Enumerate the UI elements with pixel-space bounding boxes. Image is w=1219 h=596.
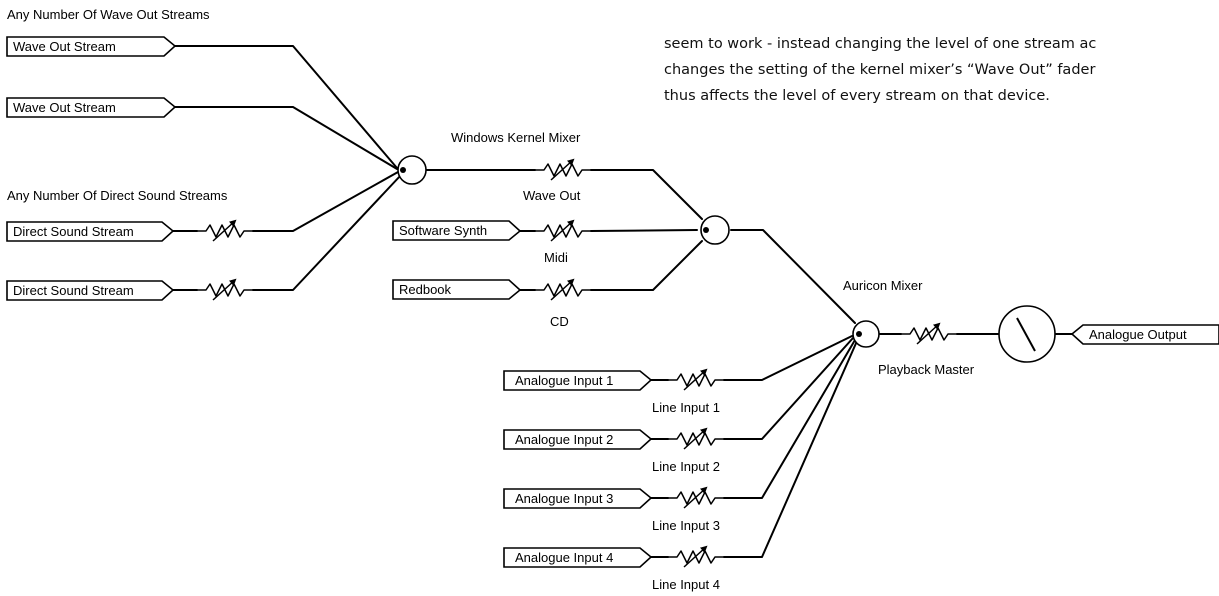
fader-icon-direct-sound-1 (196, 221, 254, 241)
fader-icon-line-4 (667, 547, 725, 567)
wire-analogue-2-out (723, 337, 854, 440)
fader-icon-playback-master (900, 324, 958, 344)
fader-label-line-2: Line Input 2 (652, 459, 720, 474)
wire-analogue-3-out (723, 339, 856, 499)
mix-node-kernel (700, 215, 730, 245)
output-analogue-output: Analogue Output (1070, 324, 1219, 345)
fader-label-wave-out: Wave Out (523, 188, 581, 203)
wire-wave-out-fader-to-node2 (590, 169, 703, 220)
direct-sound-group-heading: Any Number Of Direct Sound Streams (7, 188, 228, 203)
wire-analogue-1-out (723, 335, 853, 381)
source-label: Direct Sound Stream (13, 224, 134, 239)
wire-wave-out-1 (174, 45, 398, 169)
output-label: Analogue Output (1089, 327, 1187, 342)
source-wave-out-stream-1: Wave Out Stream (6, 36, 177, 57)
fader-label-line-4: Line Input 4 (652, 577, 720, 592)
source-label: Analogue Input 3 (515, 491, 613, 506)
note-line-3: thus affects the level of every stream o… (664, 88, 1050, 104)
wire-synth-out (590, 229, 698, 232)
mix-node-auricon (852, 320, 880, 348)
wire-analogue-4-out (723, 340, 858, 558)
fader-label-cd: CD (550, 314, 569, 329)
note-line-1: seem to work - instead changing the leve… (664, 36, 1096, 52)
source-label: Redbook (399, 282, 452, 297)
source-label: Analogue Input 4 (515, 550, 613, 565)
fader-icon-wave-out (534, 160, 592, 180)
wire-wave-out-2 (174, 106, 398, 170)
source-label: Analogue Input 2 (515, 432, 613, 447)
auricon-mixer-label: Auricon Mixer (843, 278, 923, 293)
fader-label-line-1: Line Input 1 (652, 400, 720, 415)
source-analogue-input-4: Analogue Input 4 (503, 547, 653, 568)
fader-icon-cd (534, 280, 592, 300)
fader-icon-direct-sound-2 (196, 280, 254, 300)
source-analogue-input-1: Analogue Input 1 (503, 370, 653, 391)
source-label: Wave Out Stream (13, 100, 116, 115)
source-analogue-input-3: Analogue Input 3 (503, 488, 653, 509)
source-label: Analogue Input 1 (515, 373, 613, 388)
source-label: Direct Sound Stream (13, 283, 134, 298)
source-direct-sound-stream-1: Direct Sound Stream (6, 221, 175, 242)
fader-icon-line-3 (667, 488, 725, 508)
fader-icon-line-2 (667, 429, 725, 449)
source-direct-sound-stream-2: Direct Sound Stream (6, 280, 175, 301)
source-software-synth: Software Synth (392, 220, 522, 241)
mix-node-streams (397, 155, 427, 185)
fader-icon-midi (534, 221, 592, 241)
fader-label-playback-master: Playback Master (878, 362, 975, 377)
source-redbook: Redbook (392, 279, 522, 300)
source-analogue-input-2: Analogue Input 2 (503, 429, 653, 450)
wire-direct-sound-2-out (252, 174, 402, 291)
source-wave-out-stream-2: Wave Out Stream (6, 97, 177, 118)
wire-direct-sound-1-out (252, 171, 399, 232)
output-level-knob-icon (998, 305, 1056, 363)
source-label: Software Synth (399, 223, 487, 238)
fader-label-midi: Midi (544, 250, 568, 265)
wave-out-group-heading: Any Number Of Wave Out Streams (7, 7, 210, 22)
wire-redbook-out (590, 240, 703, 291)
note-line-2: changes the setting of the kernel mixer’… (664, 62, 1095, 78)
fader-icon-line-1 (667, 370, 725, 390)
source-label: Wave Out Stream (13, 39, 116, 54)
kernel-mixer-label: Windows Kernel Mixer (451, 130, 581, 145)
fader-label-line-3: Line Input 3 (652, 518, 720, 533)
wire-node2-to-auricon (730, 229, 856, 324)
